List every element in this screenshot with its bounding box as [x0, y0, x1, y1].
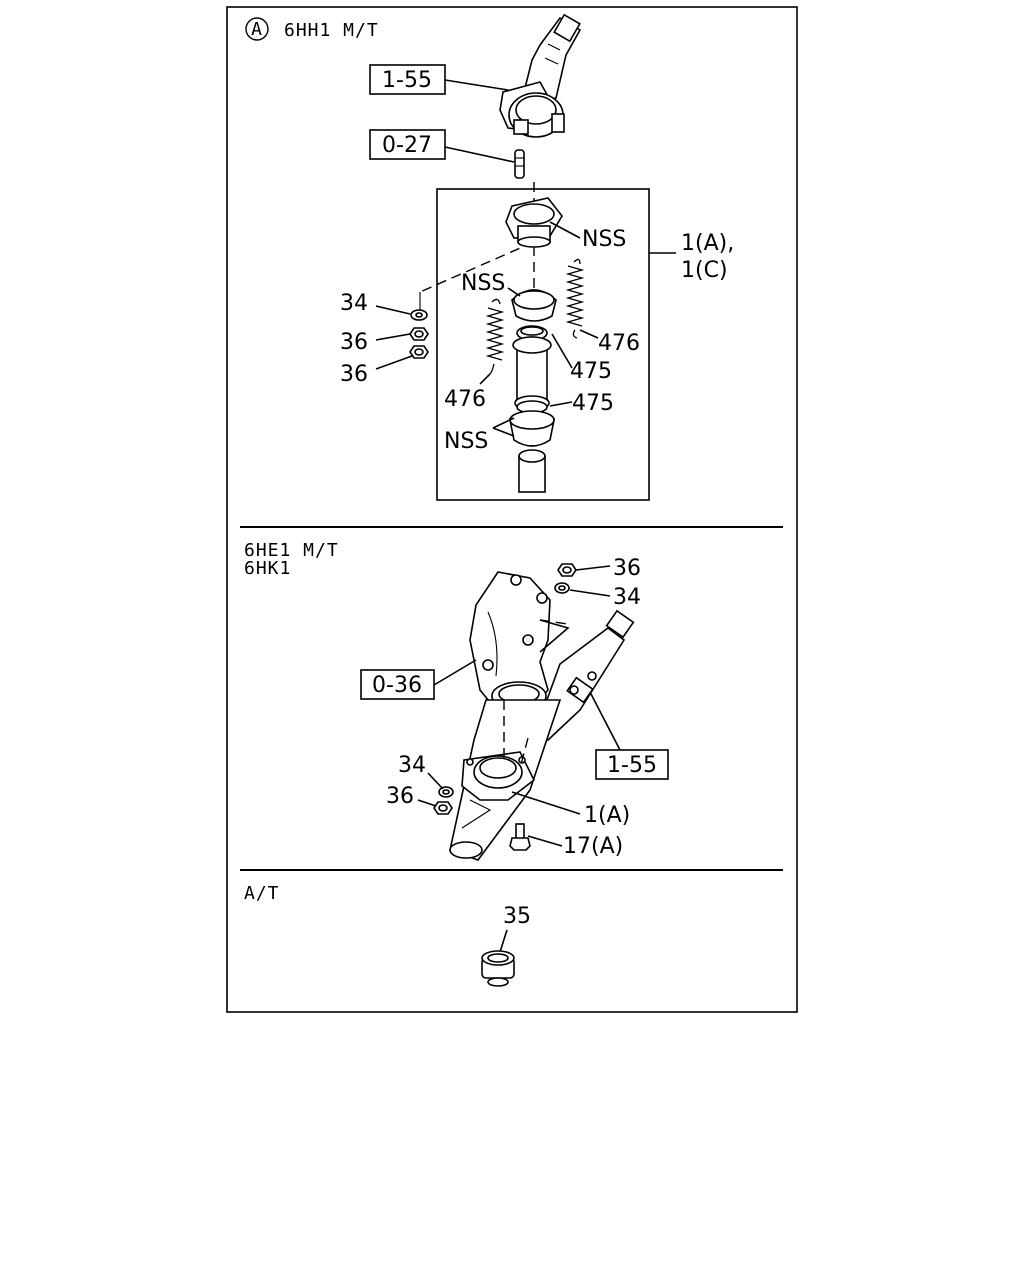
pin-0-27: [514, 149, 525, 179]
callout-475-lower: 475: [572, 391, 614, 416]
nut-36a: [409, 327, 429, 341]
callout-kit-line1: 1(A),: [681, 231, 734, 256]
pipe-assembly: [508, 325, 556, 493]
section-top-title: 6HH1 M/T: [284, 20, 379, 41]
callout-box-0-36: [360, 669, 435, 700]
callout-17a-mid: 17(A): [563, 834, 623, 859]
section-top: A 6HH1 M/T 1-55 0-27 1(A), 1(C): [245, 13, 734, 501]
section-middle: 6HE1 M/T 6HK1 0-36 1-55: [244, 540, 669, 861]
callout-476-right: 476: [598, 331, 640, 356]
lower-flange: [461, 751, 536, 801]
callout-476-left: 476: [444, 387, 486, 412]
callout-0-27: 0-27: [382, 133, 432, 158]
section-bottom-title: A/T: [244, 883, 280, 904]
nut-36-mid-left: [433, 801, 453, 815]
callout-36-mid-top: 36: [613, 556, 641, 581]
callout-nss-lower: NSS: [444, 429, 488, 454]
section-marker-circle: [245, 17, 269, 41]
section-bottom: A/T 35: [244, 883, 531, 987]
callout-34-top: 34: [340, 291, 368, 316]
callout-34-mid-top: 34: [613, 585, 641, 610]
upper-flange: [505, 197, 563, 248]
washer-34-mid-left: [438, 786, 454, 798]
callout-kit-line2: 1(C): [681, 258, 728, 283]
callout-1-55: 1-55: [382, 68, 432, 93]
callout-34-mid-left: 34: [398, 753, 426, 778]
callout-35: 35: [503, 904, 531, 929]
callout-1a-mid: 1(A): [584, 803, 630, 828]
shift-lever-bracket: [499, 13, 582, 138]
washer-34: [410, 309, 428, 321]
callout-36a-top: 36: [340, 330, 368, 355]
callout-36b-top: 36: [340, 362, 368, 387]
spring-left: [485, 298, 505, 375]
nut-36b: [409, 345, 429, 359]
middle-seat: [511, 289, 557, 322]
bolt-17a: [509, 823, 531, 851]
callout-box-1-55: [369, 64, 446, 95]
callout-box-0-27: [369, 129, 446, 160]
grommet-35: [481, 950, 515, 987]
spring-right: [565, 258, 585, 339]
callout-nss-middle: NSS: [461, 271, 505, 296]
nut-36-mid: [557, 563, 577, 577]
callout-0-36: 0-36: [372, 673, 422, 698]
shift-housing: [469, 571, 551, 713]
kit-box: [436, 188, 650, 501]
outer-frame: [226, 6, 798, 1013]
washer-34-mid: [554, 582, 570, 594]
callout-475-upper: 475: [570, 359, 612, 384]
callout-nss-upper: NSS: [582, 227, 626, 252]
section-middle-title-2: 6HK1: [244, 558, 291, 579]
callout-36-mid-left: 36: [386, 784, 414, 809]
callout-1-55-mid: 1-55: [607, 753, 657, 778]
section-middle-title-1: 6HE1 M/T: [244, 540, 339, 561]
callout-box-1-55-mid: [595, 749, 669, 780]
section-marker-letter: A: [251, 19, 263, 40]
